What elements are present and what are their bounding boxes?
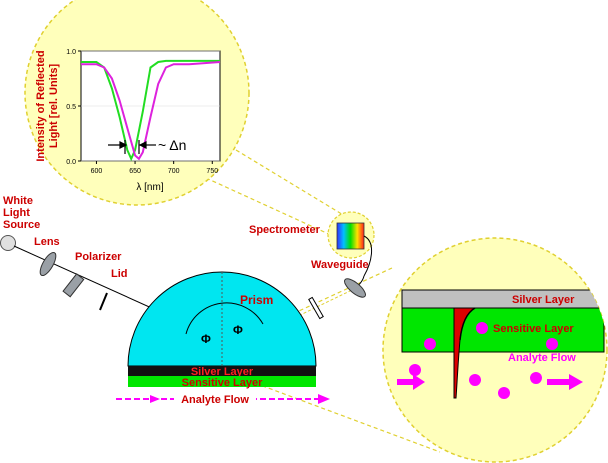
- chart-series-green: [81, 59, 220, 162]
- white-light-source: White Light Source: [0, 195, 40, 251]
- spectrometer: [336, 222, 365, 250]
- zoom-sensitive-layer-label: Sensitive Layer: [493, 323, 574, 335]
- lid: [99, 292, 108, 311]
- prism: [127, 271, 317, 367]
- analyte-molecules: [409, 322, 558, 399]
- analyte-molecule: [546, 338, 558, 350]
- chart-xtick-label: 750: [206, 168, 218, 175]
- chart-ylabel-line1: Intensity of Reflected: [35, 50, 47, 161]
- output-polarizer: [308, 296, 324, 320]
- chart-xtick-label: 700: [168, 168, 180, 175]
- evanescent-decay-curve: [459, 307, 476, 341]
- prism-label: Prism: [240, 293, 273, 307]
- analyte-molecule: [424, 338, 436, 350]
- chart-xtick-label: 650: [129, 168, 141, 175]
- lens-label: Lens: [34, 236, 60, 248]
- zoom-flow-arrows: [397, 374, 583, 390]
- silver-layer: [128, 366, 316, 376]
- chart-xtick-label: 600: [91, 168, 103, 175]
- silver-layer-label: Silver Layer: [191, 366, 254, 378]
- chart-ytick-label: 0.5: [66, 104, 76, 111]
- chart-ytick-label: 1.0: [66, 49, 76, 56]
- phi-angle-2: Φ: [233, 323, 243, 337]
- incidence-angle-arc: [185, 302, 264, 335]
- reflectance-chart: 600 650 700 750 0.0 0.5 1.0 Intensity of Refl…: [35, 49, 221, 193]
- spectrometer-label: Spectrometer: [249, 224, 321, 236]
- analyte-molecule: [476, 322, 488, 334]
- analyte-molecule: [530, 372, 542, 384]
- waveguide-label: Waveguide: [311, 259, 369, 271]
- chart-xlabel: λ [nm]: [136, 182, 163, 193]
- analyte-molecule: [469, 374, 481, 386]
- phi-angle-1: Φ: [201, 332, 211, 346]
- delta-n-arrows: [108, 140, 156, 154]
- analyte-molecule: [498, 387, 510, 399]
- chart-ylabel-line2: Light [rel. Units]: [48, 64, 60, 149]
- light-source-bulb: [0, 235, 16, 251]
- white-light-source-label-line3: Source: [3, 219, 40, 231]
- sensitive-layer: [128, 376, 316, 387]
- delta-n-annotation: ~ Δn: [158, 137, 186, 153]
- zoom-silver-layer-label: Silver Layer: [512, 294, 575, 306]
- white-light-source-label-line1: White: [3, 195, 33, 207]
- sensitive-layer-label: Sensitive Layer: [182, 377, 263, 389]
- waveguide-fiber: [363, 235, 372, 277]
- chart-series-magenta: [81, 61, 221, 161]
- lens: [39, 251, 57, 277]
- output-lens: [344, 278, 366, 298]
- white-light-source-label-line2: Light: [3, 207, 30, 219]
- polarizer-label: Polarizer: [75, 251, 122, 263]
- analyte-flow-label: Analyte Flow: [181, 394, 249, 406]
- polarizer: [62, 273, 85, 298]
- analyte-molecule: [409, 364, 421, 376]
- chart-ytick-label: 0.0: [66, 159, 76, 166]
- zoom-analyte-flow-label: Analyte Flow: [508, 352, 576, 364]
- zoom-detail: Silver Layer Sensitive Layer Analyte Flo…: [382, 237, 608, 463]
- lid-label: Lid: [111, 268, 128, 280]
